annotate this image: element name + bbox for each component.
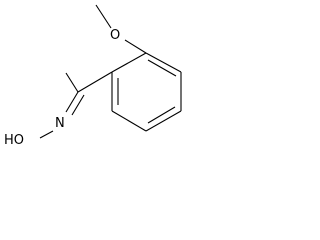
hydroxyl-label: HO [4,133,24,148]
n-o-bond [39,130,54,139]
ring-bond-3 [145,110,182,132]
methoxy-methyl-bond [95,4,112,29]
ring-to-imine-carbon-bond [77,71,113,93]
imine-nitrogen-label: N [55,116,65,131]
ring-bond-4 [111,110,147,132]
imine-carbon-methyl-bond [65,72,79,93]
chemical-structure-diagram: O N HO [4,4,182,148]
ring-bond-6 [111,52,147,73]
ring-double-bond-inner-2 [147,106,176,124]
methoxy-oxygen-ring-bond [124,39,147,54]
ring-bond-1 [145,52,182,73]
methoxy-oxygen-label: O [110,28,120,43]
ring-double-bond-inner-1 [147,59,177,77]
c-n-double-bond-b [71,94,85,116]
c-n-double-bond-a [65,91,79,113]
